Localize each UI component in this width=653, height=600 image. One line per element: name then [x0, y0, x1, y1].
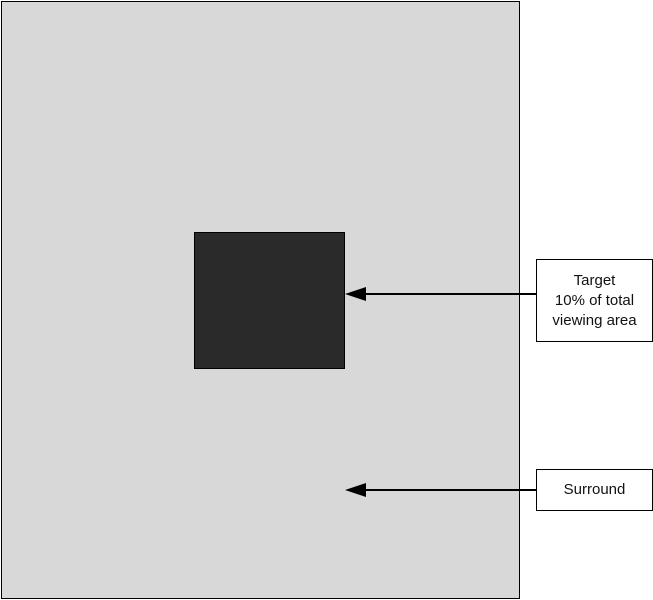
- surround-label-box: Surround: [536, 469, 653, 511]
- surround-label: Surround: [563, 481, 626, 498]
- target-square: [194, 232, 345, 369]
- target-label-line-1: Target: [573, 271, 616, 289]
- target-label-line-3: viewing area: [552, 311, 637, 329]
- target-label-line-2: 10% of total: [554, 291, 635, 309]
- target-label-box: Target 10% of total viewing area: [536, 259, 653, 342]
